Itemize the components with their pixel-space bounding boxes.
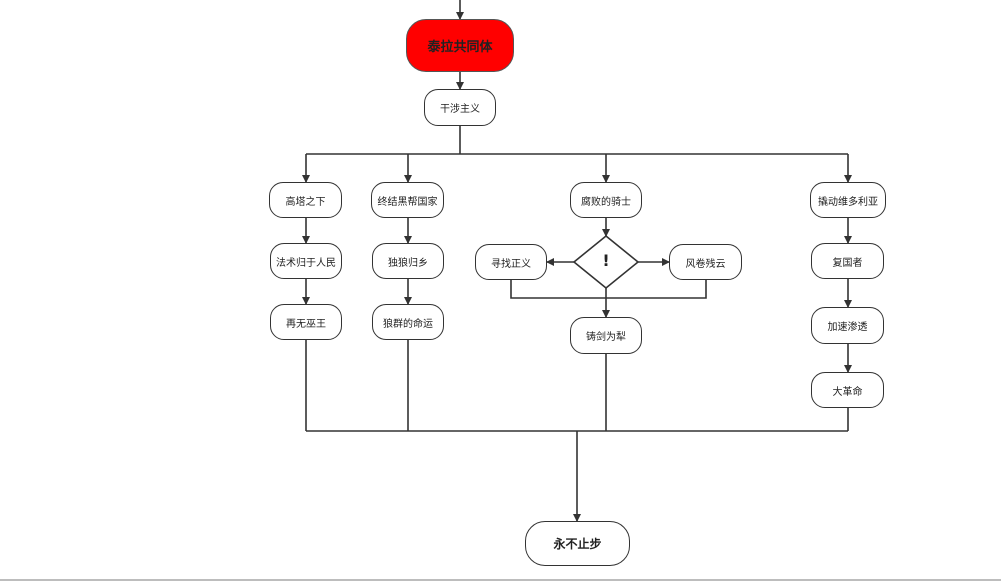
node-lone-wolf-returns: 独狼归乡 [372, 243, 444, 279]
node-end-gang-states: 终结黑帮国家 [371, 182, 444, 218]
node-magic-to-people: 法术归于人民 [270, 243, 342, 279]
edge-seek-justice-down [510, 280, 606, 299]
node-stir-victoria: 撬动维多利亚 [810, 182, 886, 218]
node-seek-justice: 寻找正义 [475, 244, 547, 280]
bottom-divider [0, 579, 1001, 581]
node-terra-union: 泰拉共同体 [406, 19, 514, 72]
node-wolf-pack-fate: 狼群的命运 [372, 304, 444, 340]
node-great-revolution: 大革命 [811, 372, 884, 408]
node-never-stop: 永不止步 [525, 521, 630, 566]
node-accelerate-infiltration: 加速渗透 [811, 307, 884, 344]
node-interventionism: 干涉主义 [424, 89, 496, 126]
node-under-the-tower: 高塔之下 [269, 182, 342, 218]
edge-wind-clouds-down [606, 280, 707, 299]
node-corrupt-knight: 腐败的骑士 [570, 182, 642, 218]
node-swords-to-plowshares: 铸剑为犁 [570, 317, 642, 354]
node-wind-clouds: 风卷残云 [669, 244, 742, 280]
node-no-more-witch-king: 再无巫王 [270, 304, 342, 340]
node-restorer: 复国者 [811, 243, 884, 279]
decision-diamond [572, 234, 640, 290]
decision-label: ! [602, 251, 610, 270]
